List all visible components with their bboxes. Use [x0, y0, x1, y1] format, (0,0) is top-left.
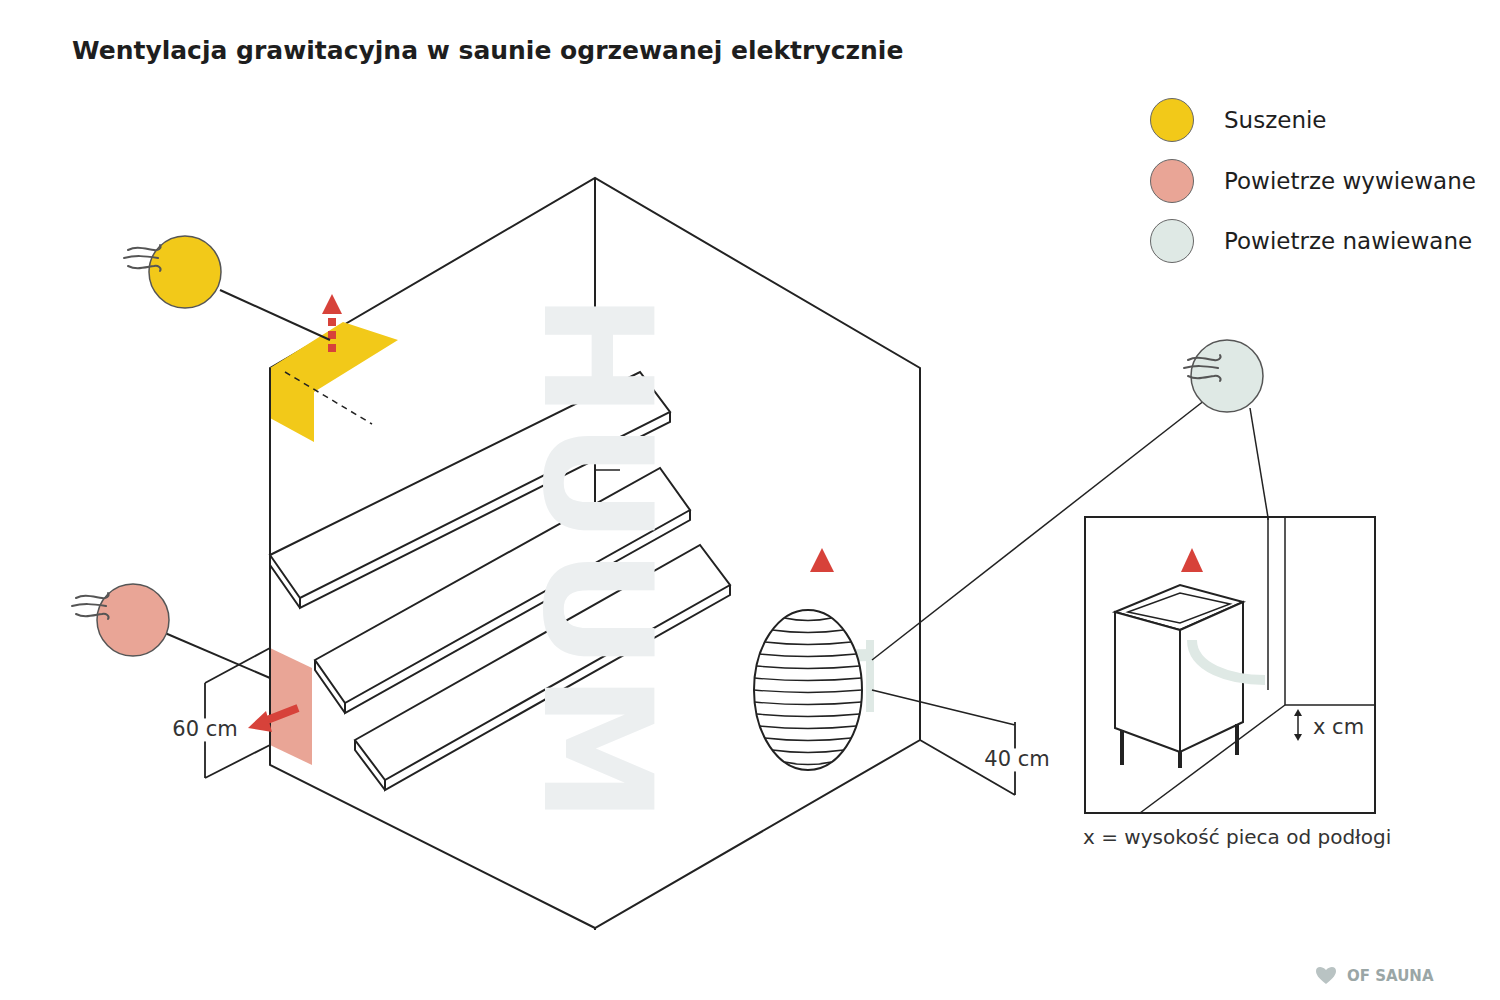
- exhaust-vent: [248, 648, 312, 765]
- barrel-stripe: [760, 726, 856, 729]
- legend-swatch: [1150, 98, 1194, 142]
- note: x = wysokość pieca od podłogi: [1083, 826, 1391, 848]
- legend-text: Powietrze nawiewane: [1224, 228, 1472, 254]
- barrel-stripe: [755, 678, 862, 681]
- brand-mark: OF SAUNA: [1347, 968, 1434, 985]
- legend-swatch: [1150, 159, 1194, 203]
- exhaust-up-arrow: [322, 294, 342, 352]
- logo-heart: [1316, 967, 1336, 984]
- drying-vent: [270, 322, 398, 442]
- barrel-stripe: [765, 738, 851, 741]
- room-outline: [270, 178, 920, 930]
- legend-item: Powietrze nawiewane: [1150, 215, 1472, 267]
- barrel-stripe: [754, 690, 862, 693]
- title: Wentylacja grawitacyjna w saunie ogrzewa…: [72, 36, 903, 65]
- legend-item: Suszenie: [1150, 94, 1327, 146]
- dimension-label: 40 cm: [981, 748, 1052, 771]
- barrel-stripe: [760, 654, 856, 657]
- barrel-stripe: [756, 666, 859, 669]
- legend-text: Powietrze wywiewane: [1224, 168, 1476, 194]
- inset-detail: [1085, 517, 1375, 813]
- legend-swatch: [1150, 219, 1194, 263]
- barrel-stripe: [772, 630, 843, 633]
- stove-barrel: [754, 548, 870, 770]
- watermark: HUUM: [514, 293, 679, 827]
- barrel-stripe: [755, 702, 862, 705]
- barrel-stripe: [772, 750, 843, 753]
- barrel-stripe: [765, 642, 851, 645]
- legend-item: Powietrze wywiewane: [1150, 155, 1476, 207]
- barrel-stripe: [784, 762, 831, 765]
- dimension-label: 60 cm: [169, 718, 240, 741]
- legend-text: Suszenie: [1224, 107, 1327, 133]
- barrel-stripe: [756, 714, 859, 717]
- dimension-label: x cm: [1310, 716, 1367, 739]
